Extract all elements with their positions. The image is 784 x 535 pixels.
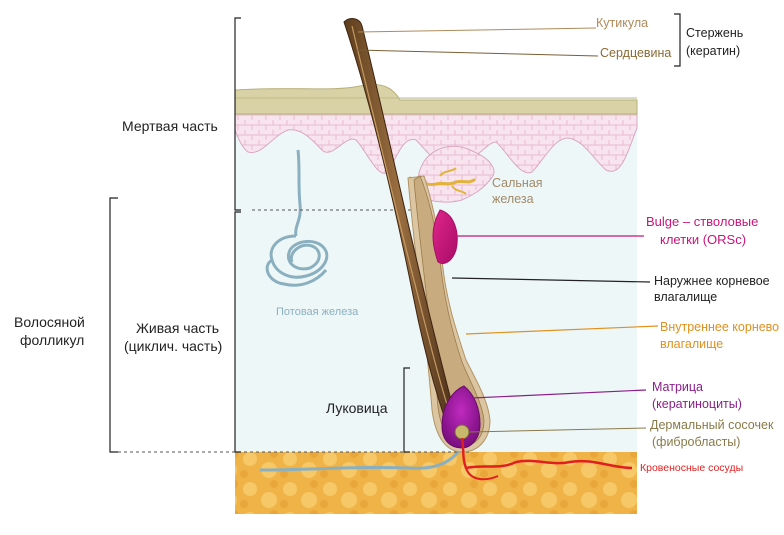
inner-sheath-label-line1: Внутреннее корнево — [660, 320, 779, 335]
matrix-label-line1: Матрица — [652, 380, 703, 395]
leader-cuticle — [358, 28, 596, 32]
bulge-label-line1: Bulge – стволовые — [646, 214, 758, 230]
keratin-label: (кератин) — [686, 44, 740, 59]
medulla-label: Сердцевина — [600, 46, 671, 61]
follicle-bracket — [110, 198, 118, 452]
live-part-label-line1: Живая часть — [136, 320, 219, 337]
sebaceous-label-line2: железа — [492, 192, 534, 207]
papilla-label-line1: Дермальный сосочек — [650, 418, 773, 433]
papilla-label-line2: (фибробласты) — [652, 435, 740, 450]
blood-vessels-label: Кровеносные сосуды — [640, 462, 743, 475]
cuticle-label: Кутикула — [596, 16, 648, 31]
shaft-label: Стержень — [686, 26, 743, 41]
follicle-label-line1: Волосяной — [14, 314, 85, 331]
shaft-bracket — [674, 14, 680, 66]
live-part-label-line2: (циклич. часть) — [124, 338, 222, 355]
follicle-label-line2: фолликул — [20, 332, 84, 349]
leader-medulla — [356, 50, 598, 56]
sebaceous-label-line1: Сальная — [492, 176, 543, 191]
bulge-label-line2: клетки (ORSc) — [660, 232, 746, 248]
outer-sheath-label-line2: влагалище — [654, 290, 717, 305]
bulb-label: Луковица — [326, 400, 387, 417]
dead-part-label: Мертвая часть — [122, 118, 218, 135]
matrix-label-line2: (кератиноциты) — [652, 397, 742, 412]
dermal-papilla — [455, 425, 469, 439]
sweat-gland-label: Потовая железа — [276, 306, 358, 319]
outer-sheath-label-line1: Наружнее корневое — [654, 274, 770, 289]
inner-sheath-label-line2: влагалище — [660, 337, 723, 352]
